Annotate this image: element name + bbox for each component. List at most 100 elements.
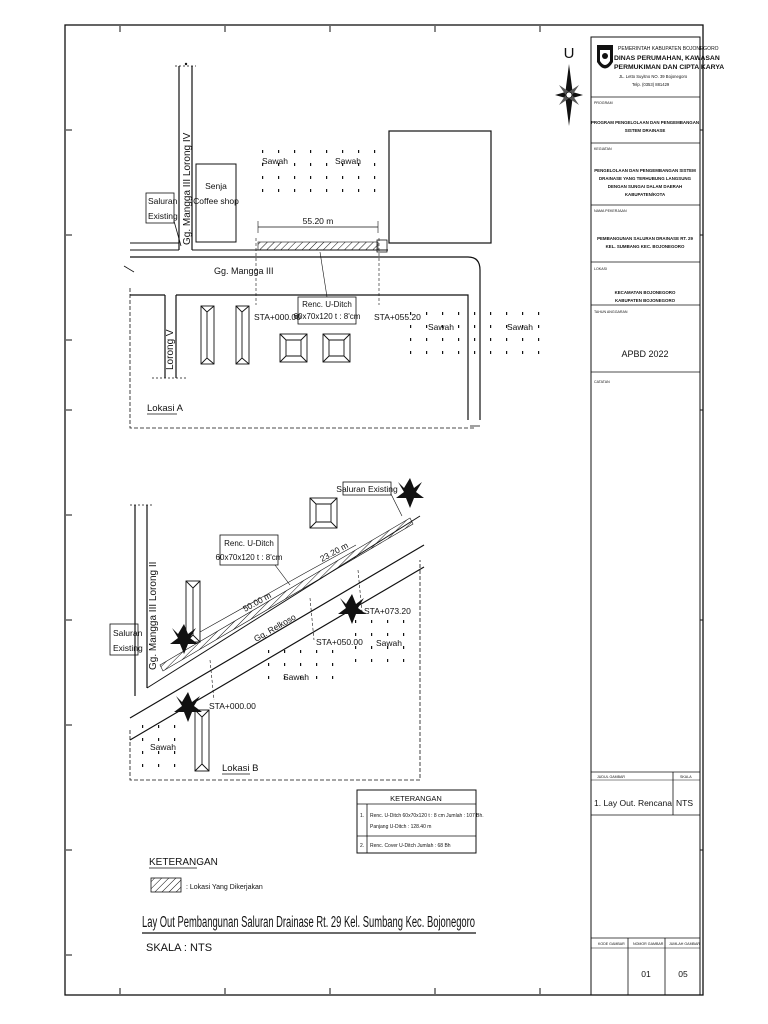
saluran-b-1: Saluran <box>113 628 143 638</box>
renc-a-2: 60x70x120 t : 8'cm <box>294 312 361 321</box>
sawah-mark <box>474 312 476 315</box>
sawah-mark <box>371 646 373 649</box>
sawah-mark <box>490 338 492 341</box>
ket-row2-l1: Renc. Cover U-Ditch Jumlah : 68 Bh <box>370 843 451 849</box>
sawah-mark <box>490 325 492 328</box>
tb-lokasi-label: LOKASI <box>594 267 607 271</box>
sawah-mark <box>158 764 160 767</box>
sawah-mark <box>174 764 176 767</box>
tb-catatan-label: CATATAN <box>594 380 610 384</box>
sawah-mark <box>387 646 389 649</box>
sawah-mark <box>158 738 160 741</box>
tb-dept2: PERMUKIMAN DAN CIPTA KARYA <box>614 64 724 71</box>
sawah-mark <box>326 176 328 179</box>
tb-kegiatan4: KABUPATEN/KOTA <box>625 192 666 197</box>
sawah-mark <box>326 150 328 153</box>
sawah-mark <box>355 659 357 662</box>
sawah-mark <box>410 312 412 315</box>
sawah-mark <box>458 312 460 315</box>
tb-addr: JL. Letto Suyitno NO. 39 Bojonegoro <box>619 74 688 79</box>
sawah-mark <box>538 351 540 354</box>
sawah-mark <box>371 633 373 636</box>
tb-gov: PEMERINTAH KABUPATEN BOJONEGORO <box>618 46 719 52</box>
sawah-mark <box>355 620 357 623</box>
sawah-mark <box>278 163 280 166</box>
tb-kode-label: KODE GAMBAR <box>598 942 625 946</box>
renc-b-2: 60x70x120 t : 8'cm <box>216 553 283 562</box>
tb-pekerjaan-label: NAMA PEKERJAAN <box>594 209 627 213</box>
sawah-mark <box>522 312 524 315</box>
sta-b-1: STA+050.00 <box>316 637 363 647</box>
lokasi-a-plan: Gg. Mangga III Lorong IV Gg. Mangga III … <box>123 62 533 429</box>
u-ditch-a <box>257 241 379 251</box>
sawah-mark <box>358 189 360 192</box>
legend-hatch-swatch <box>150 877 182 893</box>
sawah-mark <box>342 176 344 179</box>
sawah-mark <box>300 676 302 679</box>
sawah-mark <box>426 351 428 354</box>
sawah-mark <box>278 176 280 179</box>
renc-a-1: Renc. U-Ditch <box>302 300 352 309</box>
sta-b-0: STA+000.00 <box>209 701 256 711</box>
sawah-mark <box>316 650 318 653</box>
regency-emblem-icon <box>597 45 613 69</box>
tb-lokasi2: KABUPATEN BOJONEGORO <box>615 298 676 303</box>
sawah-mark <box>326 163 328 166</box>
lorong4-label: Gg. Mangga III Lorong IV <box>182 132 193 245</box>
sawah-mark <box>387 633 389 636</box>
sawah-mark <box>403 633 405 636</box>
road-a-label: Gg. Mangga III <box>214 266 274 276</box>
north-label: U <box>564 45 575 62</box>
sawah-b-3: Sawah <box>150 742 176 752</box>
scale-label: SKALA : NTS <box>146 942 212 954</box>
sawah-mark <box>374 176 376 179</box>
sawah-mark <box>278 189 280 192</box>
saluran-b-top: Saluran Existing <box>336 484 398 494</box>
sawah-mark <box>332 676 334 679</box>
tb-jumlah: 05 <box>678 969 688 979</box>
sawah-dots <box>142 150 540 767</box>
lorong5-label: Lorong V <box>165 329 176 370</box>
sawah-mark <box>426 325 428 328</box>
sawah-mark <box>310 189 312 192</box>
sawah-mark <box>458 338 460 341</box>
sawah-mark <box>442 325 444 328</box>
sawah-mark <box>490 351 492 354</box>
tb-lokasi1: KECAMATAN BOJONEGORO <box>615 290 676 295</box>
sawah-mark <box>326 189 328 192</box>
sawah-mark <box>268 663 270 666</box>
tb-jumlah-label: JUMLAH GAMBAR <box>669 942 700 946</box>
sawah-b-2: Sawah <box>283 672 309 682</box>
sheet-frame <box>64 24 704 996</box>
tb-tahun: APBD 2022 <box>621 349 668 359</box>
tb-kegiatan1: PENGELOLAAN DAN PENGEMBANGAN SISTEM <box>594 168 696 173</box>
sawah-mark <box>262 189 264 192</box>
tb-skala: NTS <box>676 798 693 808</box>
lokasi-a-label: Lokasi A <box>147 403 184 414</box>
sawah-mark <box>506 338 508 341</box>
sawah-mark <box>506 312 508 315</box>
saluran-a-2: Existing <box>148 211 178 221</box>
coffee-2: Coffee shop <box>193 196 239 206</box>
sawah-mark <box>358 163 360 166</box>
sawah-mark <box>278 150 280 153</box>
sawah-mark <box>142 751 144 754</box>
sawah-mark <box>342 189 344 192</box>
ket-row1-no: 1. <box>360 813 364 819</box>
tb-program1: PROGRAM PENGELOLAAN DAN PENGEMBANGAN <box>591 120 699 125</box>
sta-a-0: STA+000.00 <box>254 312 301 322</box>
main-title: Lay Out Pembangunan Saluran Drainase Rt.… <box>142 914 475 931</box>
ket-row1-l1: Renc. U-Ditch 60x70x120 t : 8 cm Jumlah … <box>370 813 484 819</box>
sawah-mark <box>474 338 476 341</box>
north-arrow-icon: U <box>555 45 583 126</box>
sawah-mark <box>490 312 492 315</box>
sawah-mark <box>294 163 296 166</box>
road-b-label: Gg. Relkoso <box>252 612 298 644</box>
keterangan-table: KETERANGAN 1. Renc. U-Ditch 60x70x120 t … <box>356 789 484 854</box>
sawah-mark <box>442 351 444 354</box>
lokasi-b-label: Lokasi B <box>222 763 258 774</box>
sawah-mark <box>158 751 160 754</box>
tb-tahun-label: TAHUN ANGGARAN <box>594 310 628 314</box>
sawah-mark <box>332 650 334 653</box>
renc-b-1: Renc. U-Ditch <box>224 539 274 548</box>
